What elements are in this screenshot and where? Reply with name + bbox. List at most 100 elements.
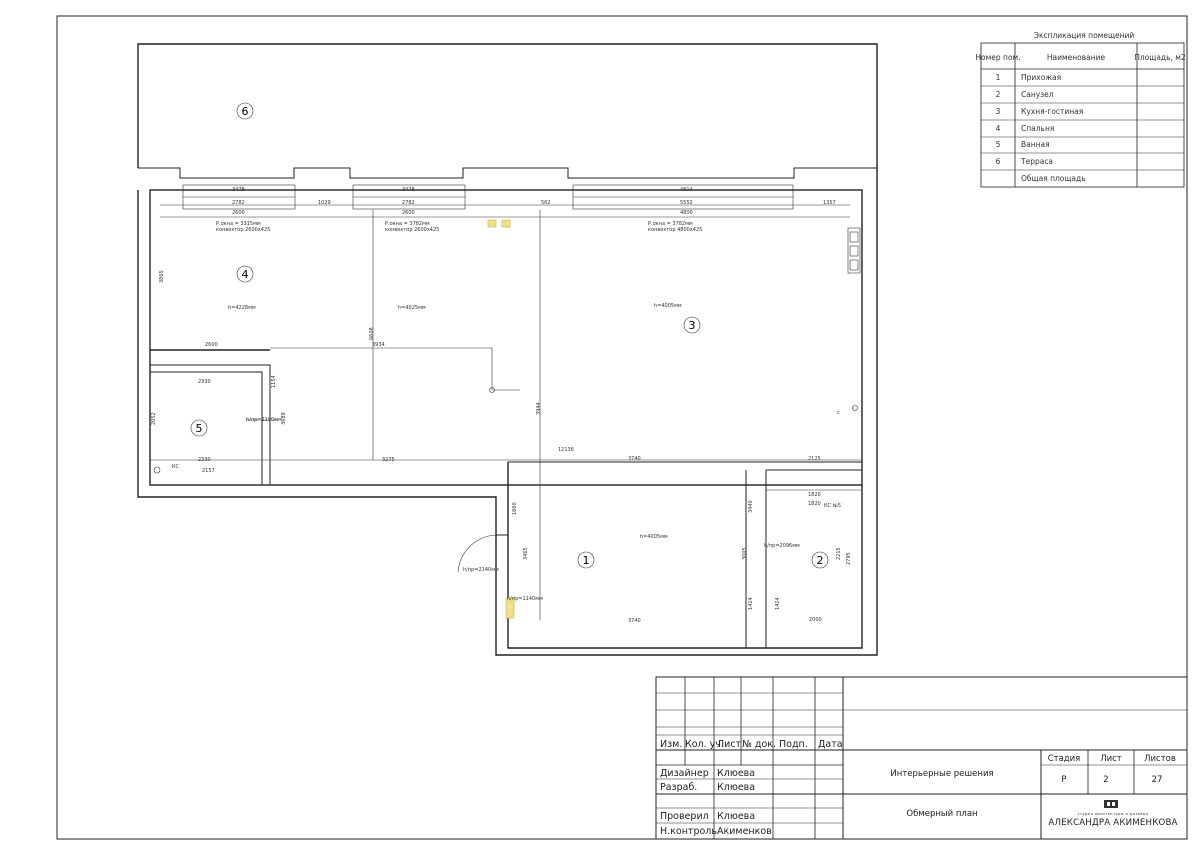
facade-line [138,167,877,179]
stamp-header-doc: № док. [742,739,776,750]
svg-text:конвектор 2600х425: конвектор 2600х425 [385,227,439,233]
svg-text:2330: 2330 [198,457,211,463]
explication-header-name: Наименование [1047,53,1106,62]
svg-text:3: 3 [996,107,1001,116]
svg-text:1154: 1154 [271,375,277,388]
stamp-stage-header: Стадия [1048,754,1081,764]
door-height-3: h/пр=2180мм [246,417,282,423]
svg-text:1029: 1029 [318,200,331,206]
stamp-role-control: Н.контроль [660,826,717,837]
svg-text:2795: 2795 [846,552,852,565]
svg-text:3465: 3465 [523,547,529,560]
stamp-name-checked: Клюева [717,811,755,822]
svg-text:Спальня: Спальня [1021,124,1054,133]
svg-text:2600: 2600 [205,342,218,348]
studio-logo: студия архитектуры и дизайна АЛЕКСАНДРА … [1048,800,1177,828]
stamp-sheets: 27 [1152,775,1163,785]
svg-text:Общая площадь: Общая площадь [1021,174,1086,183]
svg-text:конвектор 2600х425: конвектор 2600х425 [216,227,270,233]
svg-text:Ванная: Ванная [1021,140,1050,149]
floor-plan: 6 4 3 5 1 2 h=4228мм h=4025мм h=4005мм h… [137,43,878,656]
height-room-1: h=4005мм [640,534,668,540]
height-middle: h=4025мм [398,305,426,311]
stamp-header-list: Лист [717,739,742,750]
svg-text:2330: 2330 [198,379,211,385]
room-4-number: 4 [242,268,249,281]
svg-text:3934: 3934 [372,342,385,348]
svg-text:2000: 2000 [809,617,822,623]
ceiling-heights: h=4228мм h=4025мм h=4005мм h=4005мм h/пр… [228,303,800,602]
svg-text:1: 1 [996,73,1001,82]
stamp-sheet-header: Лист [1100,754,1122,764]
svg-text:12136: 12136 [558,447,574,453]
svg-text:6608: 6608 [369,327,375,340]
stamp-name-control: Акименков [717,826,772,837]
title-block: Изм. Кол. уч. Лист № док. Подп. Дата Диз… [655,676,1188,840]
svg-text:3275: 3275 [382,457,395,463]
stamp-header-podp: Подп. [779,739,808,750]
svg-text:2215: 2215 [836,547,842,560]
mark-c: с [837,410,840,416]
svg-text:5552: 5552 [680,200,693,206]
studio-name-big: АЛЕКСАНДРА АКИМЕНКОВА [1048,818,1177,828]
svg-text:2600: 2600 [402,210,415,216]
room-3-number: 3 [689,319,696,332]
svg-text:4800: 4800 [680,210,693,216]
stamp-name-developer: Клюева [717,782,755,793]
stamp-sheets-header: Листов [1144,754,1176,764]
svg-text:5: 5 [996,140,1001,149]
svg-text:2125: 2125 [808,456,821,462]
room-2-number: 2 [817,554,824,567]
dimensions: 3478 2782 2600 1029 3478 2782 2600 562 4… [151,187,852,624]
svg-text:Прихожая: Прихожая [1021,73,1061,82]
svg-text:2052: 2052 [151,412,157,425]
entrance-door [457,534,515,619]
svg-text:Терраса: Терраса [1020,157,1053,166]
svg-text:562: 562 [541,200,551,206]
riser-mark-1: КС [172,464,180,470]
svg-text:1860: 1860 [512,502,518,515]
stamp-project: Интерьерные решения [890,769,993,779]
svg-text:2782: 2782 [232,200,245,206]
room-5-number: 5 [196,422,203,435]
svg-text:4814: 4814 [680,187,693,193]
lower-wall [507,462,863,649]
room-1-number: 1 [583,554,590,567]
svg-text:Санузел: Санузел [1021,90,1054,99]
explication-title: Экспликация помещений [1034,31,1135,40]
height-room-3: h=4005мм [654,303,682,309]
partitions [150,204,862,648]
svg-text:конвектор 4800х425: конвектор 4800х425 [648,227,702,233]
stamp-role-checked: Проверил [660,811,709,822]
svg-text:1424: 1424 [748,597,754,610]
svg-text:1357: 1357 [823,200,836,206]
svg-text:Кухня-гостиная: Кухня-гостиная [1021,107,1083,116]
svg-text:4: 4 [996,124,1001,133]
svg-text:3944: 3944 [536,402,542,415]
svg-text:Р.окна = 3782мм: Р.окна = 3782мм [648,221,693,227]
explication-table: Экспликация помещений Номер пом. Наимено… [975,31,1186,188]
svg-text:6: 6 [996,157,1001,166]
svg-text:1424: 1424 [775,597,781,610]
studio-name-small: студия архитектуры и дизайна [1078,812,1149,816]
explication-header-num: Номер пом. [975,53,1020,62]
riser-mark-2: КС №5 [824,503,841,509]
explication-header-area: Площадь, м2 [1134,53,1186,62]
svg-text:2: 2 [996,90,1001,99]
terrace-outline [137,43,878,656]
room-6-number: 6 [242,105,249,118]
room-markers: 6 4 3 5 1 2 [190,102,829,569]
stamp-name-designer: Клюева [717,768,755,779]
svg-text:3865: 3865 [159,270,165,283]
floor-drain-marker [153,466,161,474]
svg-text:Р.окна = 3315мм: Р.окна = 3315мм [216,221,261,227]
svg-text:2600: 2600 [232,210,245,216]
windows [182,184,794,210]
svg-text:3740: 3740 [628,618,641,624]
window-notes: Р.окна = 3315мм конвектор 2600х425 Р.окн… [216,221,702,233]
svg-text:3440: 3440 [748,500,754,513]
stamp-header-date: Дата [818,739,843,750]
height-room-4: h=4228мм [228,305,256,311]
studio-logo-icon [1104,800,1118,808]
